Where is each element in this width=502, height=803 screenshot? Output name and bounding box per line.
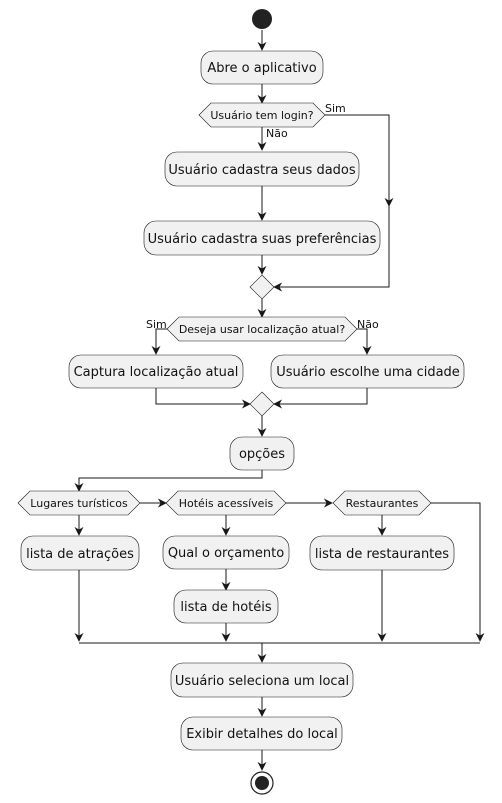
action-exibir-label: Exibir detalhes do local xyxy=(186,727,338,742)
action-lista-atracoes-label: lista de atrações xyxy=(26,547,134,562)
decision-restaurantes-label: Restaurantes xyxy=(346,497,419,510)
action-qual-orcamento-label: Qual o orçamento xyxy=(168,546,284,561)
end-node xyxy=(250,771,274,795)
action-lista-restaurantes: lista de restaurantes xyxy=(309,535,455,571)
action-lista-hoteis: lista de hotéis xyxy=(173,589,279,624)
action-escolhe-cidade: Usuário escolhe uma cidade xyxy=(270,354,465,389)
edge-label-loc-yes: Sim xyxy=(146,318,167,331)
action-captura-label: Captura localização atual xyxy=(74,365,239,380)
decision-localizacao: Deseja usar localização atual? xyxy=(166,316,358,342)
edge-label-login-yes: Sim xyxy=(325,102,346,115)
edge-login-yes-merge xyxy=(273,206,390,292)
action-seleciona: Usuário seleciona um local xyxy=(170,662,354,698)
action-seleciona-label: Usuário seleciona um local xyxy=(175,674,349,689)
start-node xyxy=(252,9,272,29)
edge-restaurantes-else xyxy=(431,502,485,642)
action-lista-restaurantes-label: lista de restaurantes xyxy=(315,547,449,562)
edge-opcoes-turisticos xyxy=(74,470,263,492)
merge-login xyxy=(249,274,275,300)
decision-login-label: Usuário tem login? xyxy=(210,109,313,122)
action-abre: Abre o aplicativo xyxy=(200,50,324,85)
edge-label-loc-no: Não xyxy=(357,318,379,331)
action-qual-orcamento: Qual o orçamento xyxy=(162,535,290,570)
decision-localizacao-label: Deseja usar localização atual? xyxy=(179,323,346,336)
action-captura: Captura localização atual xyxy=(68,354,244,389)
edge-cidade-merge xyxy=(273,388,368,409)
action-cadastra-dados-label: Usuário cadastra seus dados xyxy=(168,163,356,178)
decision-turisticos: Lugares turísticos xyxy=(17,490,141,516)
action-lista-hoteis-label: lista de hotéis xyxy=(180,600,271,615)
edge-loc-yes xyxy=(151,328,169,355)
action-opcoes: opções xyxy=(229,436,295,471)
action-opcoes-label: opções xyxy=(239,447,285,462)
merge-localizacao xyxy=(249,391,275,417)
decision-hoteis: Hotéis acessíveis xyxy=(165,490,287,516)
decision-restaurantes: Restaurantes xyxy=(332,490,432,516)
edge-login-yes xyxy=(323,114,394,207)
action-cadastra-dados: Usuário cadastra seus dados xyxy=(164,151,360,187)
action-cadastra-pref-label: Usuário cadastra suas preferências xyxy=(148,232,377,247)
edge-label-login-no: Não xyxy=(266,127,288,140)
decision-login: Usuário tem login? xyxy=(198,102,326,128)
edges xyxy=(74,30,485,771)
edge-loc-no xyxy=(355,328,372,355)
action-cadastra-pref: Usuário cadastra suas preferências xyxy=(143,220,381,256)
action-abre-label: Abre o aplicativo xyxy=(207,61,316,76)
action-escolhe-cidade-label: Usuário escolhe uma cidade xyxy=(276,365,460,380)
decision-turisticos-label: Lugares turísticos xyxy=(30,497,128,510)
decision-hoteis-label: Hotéis acessíveis xyxy=(179,497,274,510)
edge-captura-merge xyxy=(155,388,251,409)
action-exibir: Exibir detalhes do local xyxy=(180,716,343,751)
action-lista-atracoes: lista de atrações xyxy=(20,535,140,571)
